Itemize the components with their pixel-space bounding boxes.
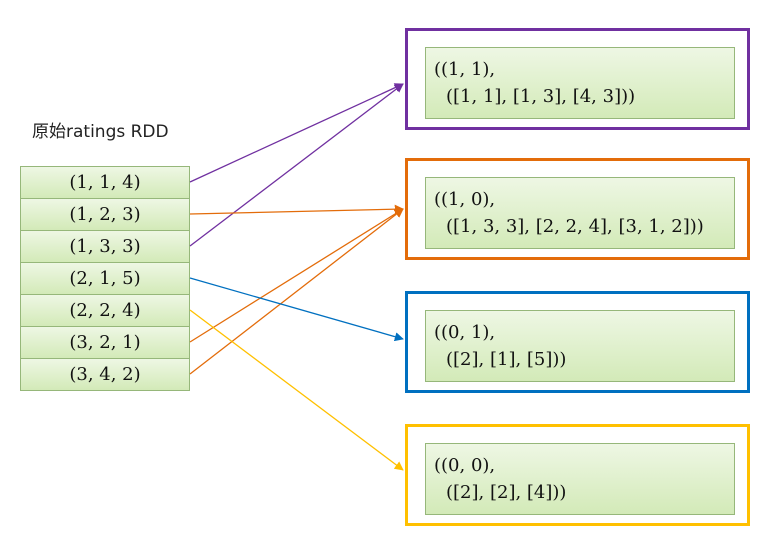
- partition-values: ([2], [2], [4])): [446, 482, 567, 503]
- partition-content: ((0, 1), ([2], [1], [5])): [425, 310, 735, 382]
- partition-box-1: ((1, 1), ([1, 1], [1, 3], [4, 3])): [405, 28, 750, 130]
- arrow-row2-to-partition2: [189, 204, 404, 215]
- partition-content: ((1, 1), ([1, 1], [1, 3], [4, 3])): [425, 47, 735, 119]
- ratings-rdd-table: (1, 1, 4) (1, 2, 3) (1, 3, 3) (2, 1, 5) …: [20, 166, 190, 391]
- rdd-row: (2, 2, 4): [20, 294, 190, 327]
- arrow-row7-to-partition2: [189, 208, 404, 375]
- partition-key: ((0, 1),: [434, 322, 496, 343]
- arrow-row3-to-partition1: [189, 83, 404, 247]
- partition-box-4: ((0, 0), ([2], [2], [4])): [405, 424, 750, 526]
- rdd-row: (2, 1, 5): [20, 262, 190, 295]
- partition-key: ((0, 0),: [434, 455, 496, 476]
- partition-values: ([1, 1], [1, 3], [4, 3])): [446, 86, 636, 107]
- arrow-row6-to-partition2: [189, 208, 404, 343]
- partition-values: ([2], [1], [5])): [446, 349, 567, 370]
- arrow-row4-to-partition3: [189, 277, 404, 342]
- rdd-title: 原始ratings RDD: [32, 122, 169, 142]
- partition-key: ((1, 0),: [434, 189, 496, 210]
- partition-box-3: ((0, 1), ([2], [1], [5])): [405, 291, 750, 393]
- rdd-row: (3, 4, 2): [20, 358, 190, 391]
- arrow-row5-to-partition4: [189, 309, 404, 471]
- partition-key: ((1, 1),: [434, 59, 496, 80]
- partition-content: ((1, 0), ([1, 3, 3], [2, 2, 4], [3, 1, 2…: [425, 177, 735, 249]
- partition-content: ((0, 0), ([2], [2], [4])): [425, 443, 735, 515]
- rdd-row: (1, 2, 3): [20, 198, 190, 231]
- partition-values: ([1, 3, 3], [2, 2, 4], [3, 1, 2])): [446, 216, 704, 237]
- partition-box-2: ((1, 0), ([1, 3, 3], [2, 2, 4], [3, 1, 2…: [405, 158, 750, 260]
- arrow-row1-to-partition1: [189, 83, 404, 183]
- rdd-row: (3, 2, 1): [20, 326, 190, 359]
